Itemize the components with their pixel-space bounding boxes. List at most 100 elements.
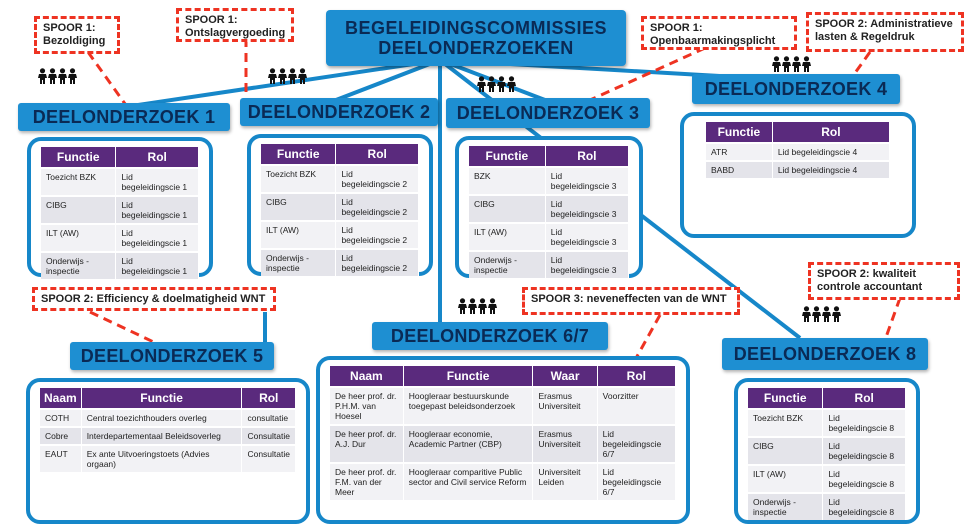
table-cell: Lid begeleidingscie 8 <box>822 436 906 465</box>
deelonderzoek-8-label: DEELONDERZOEK 8 <box>722 338 928 370</box>
spoor-note-line: lasten & Regeldruk <box>815 31 915 43</box>
table-cell: Hoogleraar economie, Academic Partner (C… <box>403 424 534 463</box>
table-cell: Lid begeleidingscie 4 <box>772 160 891 178</box>
column-header: Rol <box>545 146 630 167</box>
table-cell: Erasmus Universiteit <box>532 386 598 425</box>
table-cell: Interdepartementaal Beleidsoverleg <box>81 426 243 445</box>
spoor-note-line: SPOOR 2: Efficiency & doelmatigheid WNT <box>41 293 266 305</box>
table-cell: CIBG <box>261 192 337 221</box>
person-icon <box>772 56 781 72</box>
person-icon <box>792 56 801 72</box>
main-title-line2: DEELONDERZOEKEN <box>378 38 574 58</box>
spoor-note-line: SPOOR 3: neveneffecten van de WNT <box>531 293 727 305</box>
column-header: Rol <box>772 122 891 143</box>
person-icon <box>812 306 821 322</box>
table-cell: CIBG <box>41 195 117 224</box>
spoor-note-line: SPOOR 1: <box>650 22 703 34</box>
spoor-note-line: controle accountant <box>817 281 923 293</box>
table-cell: Lid begeleidingscie 2 <box>335 164 419 193</box>
column-header: Naam <box>330 366 404 387</box>
table-cell: Onderwijs - inspectie <box>41 251 117 279</box>
person-icon <box>488 298 497 314</box>
table-cell: ATR <box>706 142 773 161</box>
spoor-note-line: SPOOR 2: kwaliteit <box>817 268 917 280</box>
table-cell: Lid begeleidingscie 3 <box>545 250 630 278</box>
deelonderzoek-67-label: DEELONDERZOEK 6/7 <box>372 322 608 350</box>
table-cell: Hoogleraar bestuurskunde toegepast belei… <box>403 386 534 425</box>
table-cell: ILT (AW) <box>41 223 117 252</box>
table-cell: Lid begeleidingscie 4 <box>772 142 891 161</box>
table-cell: CIBG <box>748 436 824 465</box>
table-cell: De heer prof. dr. A.J. Dur <box>330 424 404 463</box>
person-icon <box>802 56 811 72</box>
spoor-note-efficiency: SPOOR 2: Efficiency & doelmatigheid WNT <box>32 287 276 311</box>
table-cell: Consultatie <box>241 426 296 445</box>
person-icon <box>48 68 57 84</box>
spoor-note-line: SPOOR 1: <box>43 22 96 34</box>
table-cell: ILT (AW) <box>261 220 337 249</box>
connector-d2 <box>335 58 441 102</box>
table-cell: BZK <box>469 166 546 195</box>
table-cell: Lid begeleidingscie 3 <box>545 194 630 223</box>
table-cell: COTH <box>40 408 82 427</box>
spoor-note-line: SPOOR 2: Administratieve <box>815 18 953 30</box>
table-cell: Lid begeleidingscie 1 <box>115 251 199 279</box>
person-icon <box>58 68 67 84</box>
deelonderzoek-5-label: DEELONDERZOEK 5 <box>70 342 274 370</box>
table-cell: Toezicht BZK <box>261 164 337 193</box>
person-icon <box>477 76 486 92</box>
table-cell: Lid begeleidingscie 1 <box>115 223 199 252</box>
spoor-connector-efficiency <box>89 310 161 347</box>
table-cell: Toezicht BZK <box>41 167 117 196</box>
spoor-note-ontslag: SPOOR 1: Ontslagvergoeding <box>176 8 294 42</box>
table-cell: Onderwijs - inspectie <box>748 492 824 520</box>
deelonderzoek-4-label: DEELONDERZOEK 4 <box>692 74 900 104</box>
spoor-note-openbaar: SPOOR 1: Openbaarmakingsplicht <box>641 16 797 50</box>
column-header: Functie <box>261 144 337 165</box>
table-cell: Onderwijs - inspectie <box>469 250 546 278</box>
people-group-icon <box>268 68 307 84</box>
people-group-icon <box>772 56 811 72</box>
table-cell: Lid begeleidingscie 3 <box>545 166 630 195</box>
person-icon <box>832 306 841 322</box>
table-row: ILT (AW)Lid begeleidingscie 8 <box>748 464 906 493</box>
column-header: Functie <box>403 366 534 387</box>
table-cell: BABD <box>706 160 773 178</box>
spoor-note-neveneffecten: SPOOR 3: neveneffecten van de WNT <box>522 287 740 315</box>
main-title: BEGELEIDINGSCOMMISSIES DEELONDERZOEKEN <box>326 10 626 66</box>
table-cell: Lid begeleidingscie 1 <box>115 195 199 224</box>
spoor-connector-bezoldiging <box>86 51 130 109</box>
table-cell: Erasmus Universiteit <box>532 424 598 463</box>
person-icon <box>468 298 477 314</box>
table-cell: Lid begeleidingscie 1 <box>115 167 199 196</box>
spoor-note-line: SPOOR 1: <box>185 14 238 26</box>
table-cell: Voorzitter <box>597 386 677 425</box>
column-header: Rol <box>241 388 296 409</box>
column-header: Functie <box>748 388 824 409</box>
table-cell: Lid begeleidingscie 2 <box>335 192 419 221</box>
